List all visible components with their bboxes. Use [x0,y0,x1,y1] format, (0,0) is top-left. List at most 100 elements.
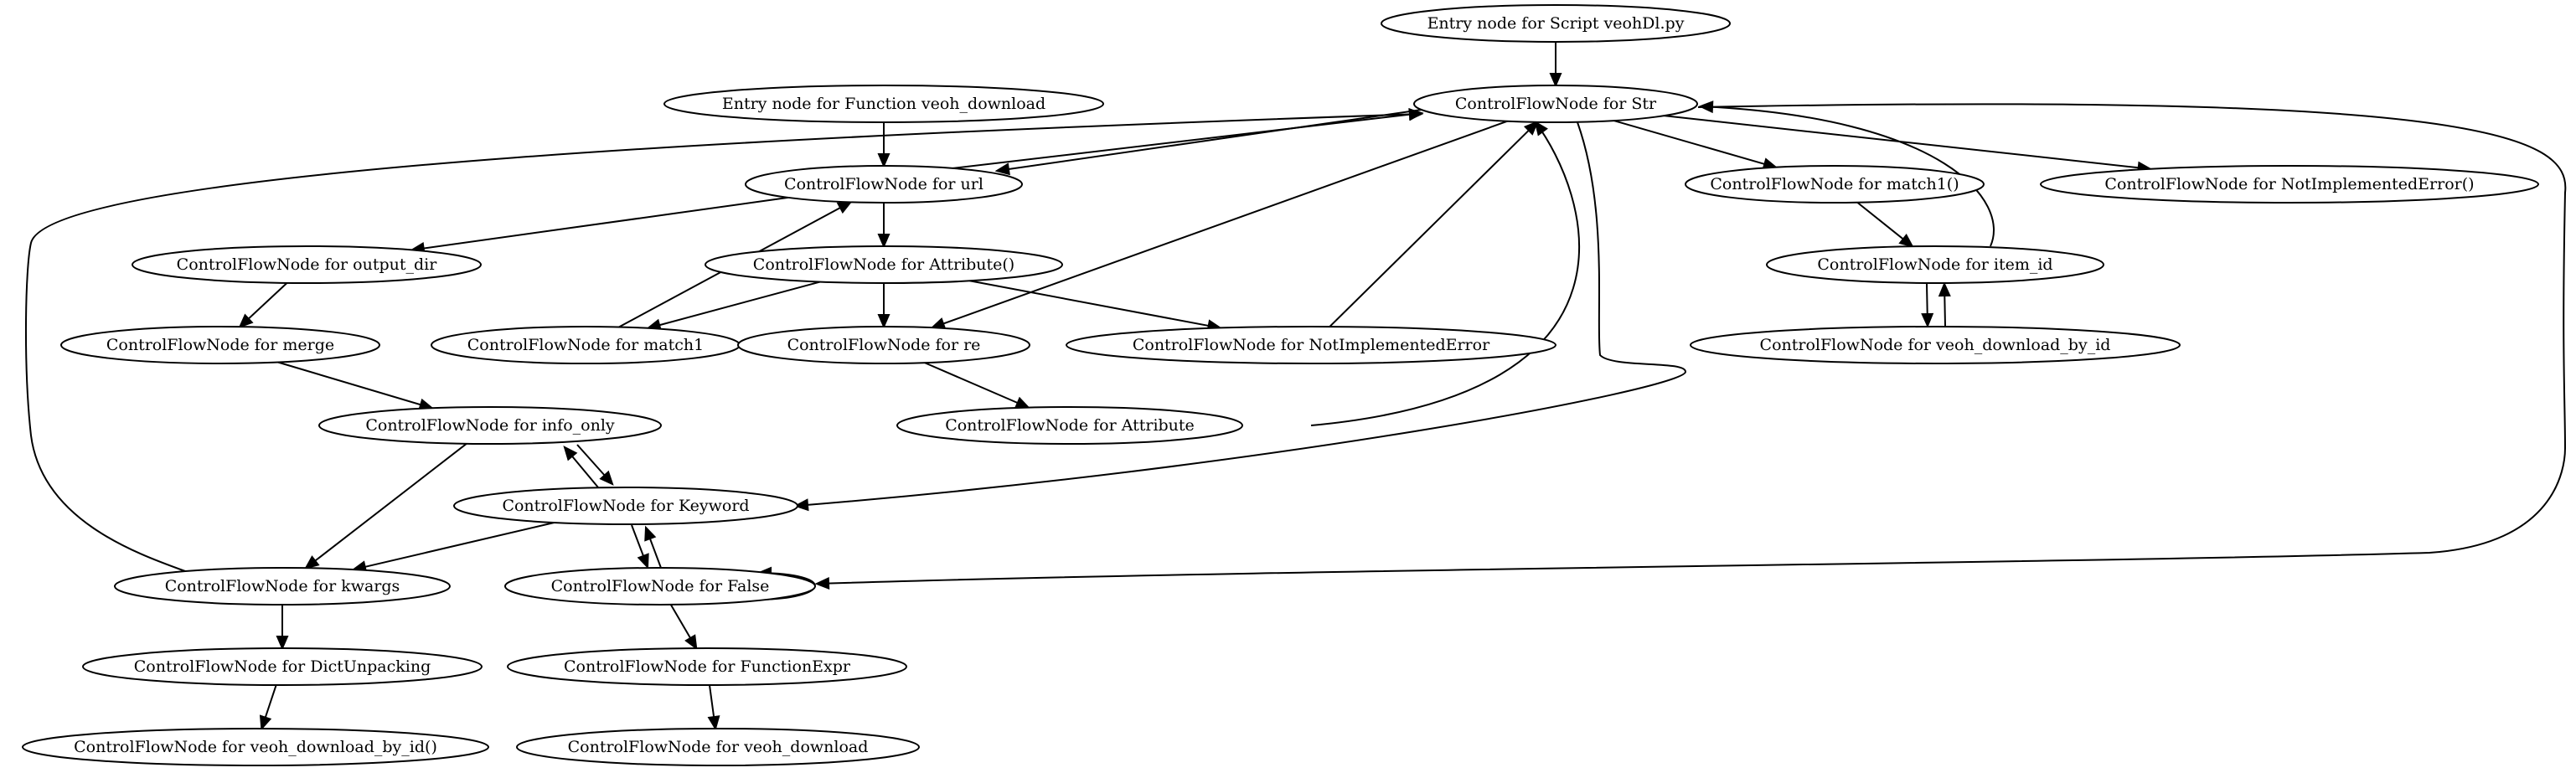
node-label: ControlFlowNode for match1 [467,336,704,354]
node-keyword: ControlFlowNode for Keyword [453,487,798,525]
node-label: ControlFlowNode for merge [106,336,334,354]
node-label: ControlFlowNode for DictUnpacking [134,657,431,676]
node-ellipse [663,85,1104,123]
node-label: ControlFlowNode for FunctionExpr [564,657,851,676]
edge-output-dir-to-merge [238,282,288,328]
node-item-id: ControlFlowNode for item_id [1766,245,2104,284]
arrowhead [1523,121,1539,136]
edge-veoh-download-by-id-to-item-id [1938,281,1951,327]
node-veoh-download-by-id: ControlFlowNode for veoh_download_by_id [1690,326,2181,364]
arrowhead [684,634,698,651]
node-label: ControlFlowNode for re [787,336,981,354]
edge-str-to-re [930,120,1508,330]
edge-not-implemented-error-to-str [1329,121,1539,327]
arrowhead [563,446,578,461]
edge-merge-to-info-only [277,361,435,411]
node-label: ControlFlowNode for Attribute() [753,255,1014,274]
edge-entry-function-to-url [877,122,891,168]
edge-str-to-keyword [793,121,1687,512]
node-label: ControlFlowNode for match1() [1710,175,1959,193]
edge-attribute-to-str [1310,120,1581,426]
node-label: ControlFlowNode for veoh_download_by_id [1760,336,2111,354]
node-url: ControlFlowNode for url [745,165,1023,204]
node-ellipse [22,728,489,766]
edge-attribute-call-to-re [877,283,891,329]
node-ellipse [1413,85,1698,123]
arrowhead [238,313,254,328]
node-attribute: ControlFlowNode for Attribute [896,406,1243,445]
node-match1-call: ControlFlowNode for match1() [1685,165,1985,204]
node-label: Entry node for Function veoh_download [722,95,1045,113]
edge-url-to-output-dir [410,196,789,255]
edge-re-to-attribute [924,362,1030,409]
node-ellipse [1381,4,1731,43]
arrowhead [1921,312,1934,328]
edge-keyword-to-false [631,524,649,569]
node-label: ControlFlowNode for url [784,175,983,193]
node-veoh-download: ControlFlowNode for veoh_download [516,728,920,766]
node-label: ControlFlowNode for veoh_download [568,738,869,756]
edge-info-only-to-keyword [576,444,614,486]
node-label: ControlFlowNode for item_id [1817,255,2052,274]
node-entry-script: Entry node for Script veohDl.py [1381,4,1731,43]
edge-keyword-to-info-only [563,446,599,488]
node-label: ControlFlowNode for Attribute [945,416,1195,435]
node-label: ControlFlowNode for NotImplementedError [1133,336,1490,354]
node-output-dir: ControlFlowNode for output_dir [132,245,482,284]
edge-false-to-keyword [644,525,662,569]
edges [25,42,2567,731]
node-ellipse [745,165,1023,204]
arrowhead [994,162,1010,176]
node-ellipse [896,406,1243,445]
node-kwargs: ControlFlowNode for kwargs [114,567,451,606]
node-label: ControlFlowNode for Keyword [502,497,749,515]
node-ellipse [705,245,1063,284]
node-ellipse [1066,326,1556,364]
node-ellipse [60,326,380,364]
node-not-implemented-error: ControlFlowNode for NotImplementedError [1066,326,1556,364]
node-entry-function: Entry node for Function veoh_download [663,85,1104,123]
edge-attribute-call-to-not-implemented-error [969,280,1222,332]
arrowhead [637,553,649,569]
edge-str-to-match1-call [1613,120,1778,170]
node-ellipse [453,487,798,525]
node-ellipse [507,647,907,686]
edge-false-to-function-expr [669,604,698,651]
node-veoh-download-by-id-call: ControlFlowNode for veoh_download_by_id(… [22,728,489,766]
edge-match1-call-to-item-id [1856,201,1914,248]
node-ellipse [516,728,920,766]
edge-str-to-false [814,103,2567,590]
arrowhead [877,314,891,329]
arrowhead [1408,108,1424,121]
node-ellipse [1766,245,2104,284]
node-ellipse [2040,165,2539,204]
node-label: ControlFlowNode for NotImplementedError(… [2104,175,2474,193]
edge-dict-unpacking-to-veoh-download-by-id-call [259,684,277,731]
node-function-expr: ControlFlowNode for FunctionExpr [507,647,907,686]
node-match1: ControlFlowNode for match1 [431,326,741,364]
edge-function-expr-to-veoh-download [707,684,720,731]
node-info-only: ControlFlowNode for info_only [318,406,662,445]
arrowhead [877,234,891,249]
edge-kwargs-to-str [25,108,1424,572]
arrowhead [1534,120,1548,137]
arrowhead [814,577,830,590]
node-not-implemented-error-call: ControlFlowNode for NotImplementedError(… [2040,165,2539,204]
edge-info-only-to-kwargs [304,442,467,569]
edge-kwargs-to-dict-unpacking [276,605,289,651]
arrowhead [836,201,853,214]
node-re: ControlFlowNode for re [737,326,1030,364]
node-ellipse [737,326,1030,364]
edge-attribute-call-to-match1 [646,281,821,332]
arrowhead [1938,281,1951,297]
node-label: ControlFlowNode for veoh_download_by_id(… [74,738,437,756]
node-ellipse [82,647,483,686]
nodes: Entry node for Script veohDl.pyControlFl… [22,4,2539,766]
arrowhead [877,153,891,168]
node-label: ControlFlowNode for output_dir [177,255,438,274]
arrowhead [259,714,272,731]
edge-url-to-attribute-call [877,203,891,249]
arrowhead [276,636,289,651]
arrowhead [1898,233,1914,248]
